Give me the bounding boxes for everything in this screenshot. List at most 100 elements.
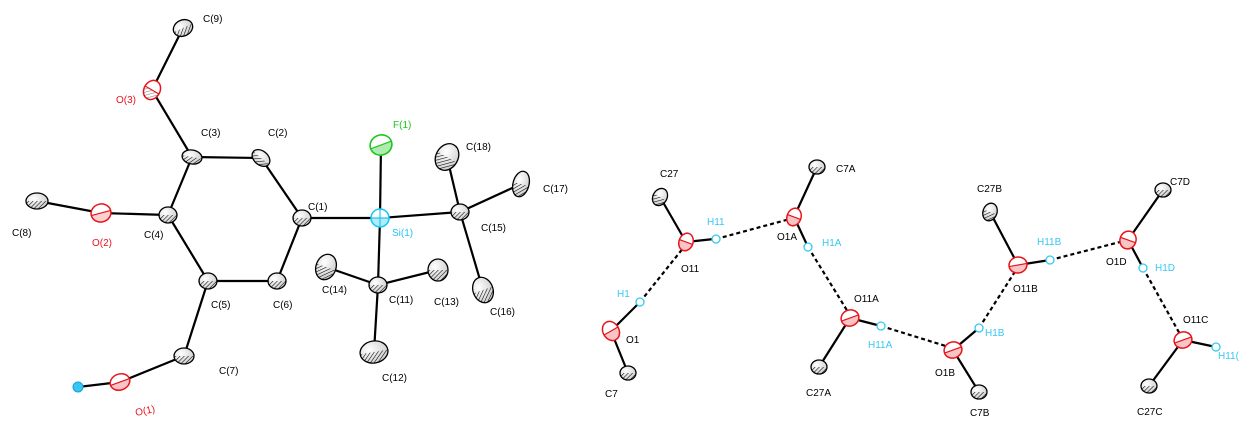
atom-o2 bbox=[90, 203, 112, 223]
label-h11c: H11( bbox=[1218, 351, 1240, 362]
atom-c17 bbox=[511, 170, 531, 198]
bond-si1-c15 bbox=[378, 210, 462, 220]
label-c2: C(2) bbox=[268, 128, 287, 139]
hbond-h11a-o1b bbox=[880, 324, 950, 349]
bond-c7d-o1d bbox=[1126, 188, 1165, 242]
label-c18: C(18) bbox=[466, 142, 491, 153]
bond-c7-o1 bbox=[118, 354, 186, 384]
atom-c13 bbox=[427, 258, 449, 282]
label-c15: C(15) bbox=[481, 223, 506, 234]
label-c27: C27 bbox=[660, 169, 679, 180]
hbond-h1d-o11c bbox=[1142, 267, 1182, 337]
atom-c27a bbox=[810, 359, 828, 375]
atom-o11a bbox=[840, 309, 860, 327]
label-c8: C(8) bbox=[12, 228, 31, 239]
label-c6: C(6) bbox=[273, 300, 292, 311]
label-o3: O(3) bbox=[116, 95, 136, 106]
label-c12: C(12) bbox=[382, 373, 407, 384]
atom-c11 bbox=[368, 276, 388, 294]
atom-f1 bbox=[369, 134, 393, 156]
bonds-right bbox=[609, 165, 1218, 394]
atom-o11 bbox=[677, 232, 695, 252]
atom-c14 bbox=[314, 253, 338, 281]
bond-o2-c4 bbox=[99, 211, 170, 217]
atom-h11 bbox=[711, 234, 721, 244]
label-h1: H1 bbox=[617, 289, 630, 300]
atoms-right bbox=[601, 159, 1221, 400]
label-si1: Si(1) bbox=[392, 228, 413, 239]
atom-c6 bbox=[267, 272, 287, 290]
bond-c27b-o11b bbox=[988, 210, 1020, 267]
atom-h11a bbox=[876, 321, 886, 331]
atom-o1a bbox=[785, 207, 803, 227]
label-c7d: C7D bbox=[1170, 177, 1190, 188]
atom-c18 bbox=[434, 143, 460, 171]
atom-o1 bbox=[109, 372, 131, 392]
label-c14: C(14) bbox=[322, 285, 347, 296]
label-c27a: C27A bbox=[806, 388, 831, 399]
atom-h1a bbox=[803, 242, 813, 252]
atom-h-o1 bbox=[72, 381, 84, 393]
labels-left: C(9) O(3) C(3) C(2) F(1) C(18) C(17) C(1… bbox=[12, 14, 568, 419]
bond-si1-f1 bbox=[378, 143, 383, 220]
hbond-h11-o1a bbox=[715, 217, 791, 241]
atom-o11b bbox=[1008, 256, 1028, 274]
atom-c7-right bbox=[619, 365, 637, 381]
bond-si1-c11 bbox=[376, 216, 382, 287]
atom-c3 bbox=[181, 149, 203, 165]
label-h11: H11 bbox=[707, 217, 725, 228]
bond-c4-c5 bbox=[166, 213, 210, 283]
hbond-h1b-o11b bbox=[978, 269, 1017, 329]
label-o1a: O1A bbox=[777, 232, 797, 243]
hbond-chain-right: C27 H11 O11 H1 O1 C7 C7A O1A H1A O11A H1… bbox=[601, 159, 1240, 419]
atom-c27 bbox=[651, 187, 669, 207]
label-f1: F(1) bbox=[393, 120, 411, 131]
bond-c3-c4 bbox=[166, 155, 194, 217]
label-o1b: O1B bbox=[935, 368, 955, 379]
atom-c2 bbox=[251, 148, 271, 168]
label-o11a: O11A bbox=[854, 294, 879, 305]
label-h11b: H11B bbox=[1037, 237, 1062, 248]
atom-c7b bbox=[970, 384, 988, 400]
atom-c27b bbox=[982, 202, 998, 222]
atom-si1 bbox=[370, 208, 390, 228]
atom-h1d bbox=[1138, 263, 1148, 273]
atom-c5 bbox=[198, 272, 218, 290]
label-h1d: H1D bbox=[1155, 263, 1175, 274]
atom-o1-right bbox=[601, 320, 621, 342]
bond-o11c-c27c bbox=[1147, 338, 1185, 388]
atom-o11c bbox=[1173, 331, 1193, 349]
label-c17: C(17) bbox=[543, 184, 568, 195]
label-h1a: H1A bbox=[822, 238, 842, 249]
atom-h1b bbox=[974, 323, 984, 333]
atom-h11b bbox=[1045, 255, 1055, 265]
atom-c16 bbox=[471, 276, 495, 304]
bond-c9-o3 bbox=[150, 26, 185, 92]
label-o11: O11 bbox=[681, 264, 700, 275]
label-c4: C(4) bbox=[144, 230, 163, 241]
atom-h1 bbox=[635, 297, 645, 307]
label-c11: C(11) bbox=[389, 295, 413, 306]
hbond-h11b-o1d bbox=[1049, 239, 1125, 262]
bond-c5-c7 bbox=[182, 279, 210, 358]
hbonds-dashed bbox=[639, 217, 1182, 349]
bond-c27-o11 bbox=[658, 195, 688, 244]
label-c7: C(7) bbox=[219, 366, 238, 377]
label-c27c: C27C bbox=[1137, 407, 1163, 418]
atom-c7d bbox=[1154, 182, 1172, 198]
atom-c9 bbox=[172, 18, 194, 38]
atom-c15 bbox=[450, 203, 470, 221]
label-o11b: O11B bbox=[1013, 284, 1038, 295]
atoms-left bbox=[25, 18, 531, 393]
label-o1d: O1D bbox=[1106, 257, 1127, 268]
bond-c6-c1 bbox=[275, 216, 304, 283]
label-c3: C(3) bbox=[201, 128, 220, 139]
molecule-left: C(9) O(3) C(3) C(2) F(1) C(18) C(17) C(1… bbox=[12, 14, 568, 419]
atom-c4 bbox=[158, 206, 178, 224]
labels-right: C27 H11 O11 H1 O1 C7 C7A O1A H1A O11A H1… bbox=[605, 164, 1240, 419]
atom-c27c bbox=[1140, 378, 1158, 394]
label-c16: C(16) bbox=[490, 307, 515, 318]
atom-o1d bbox=[1119, 230, 1137, 250]
label-o2: O(2) bbox=[92, 238, 112, 249]
